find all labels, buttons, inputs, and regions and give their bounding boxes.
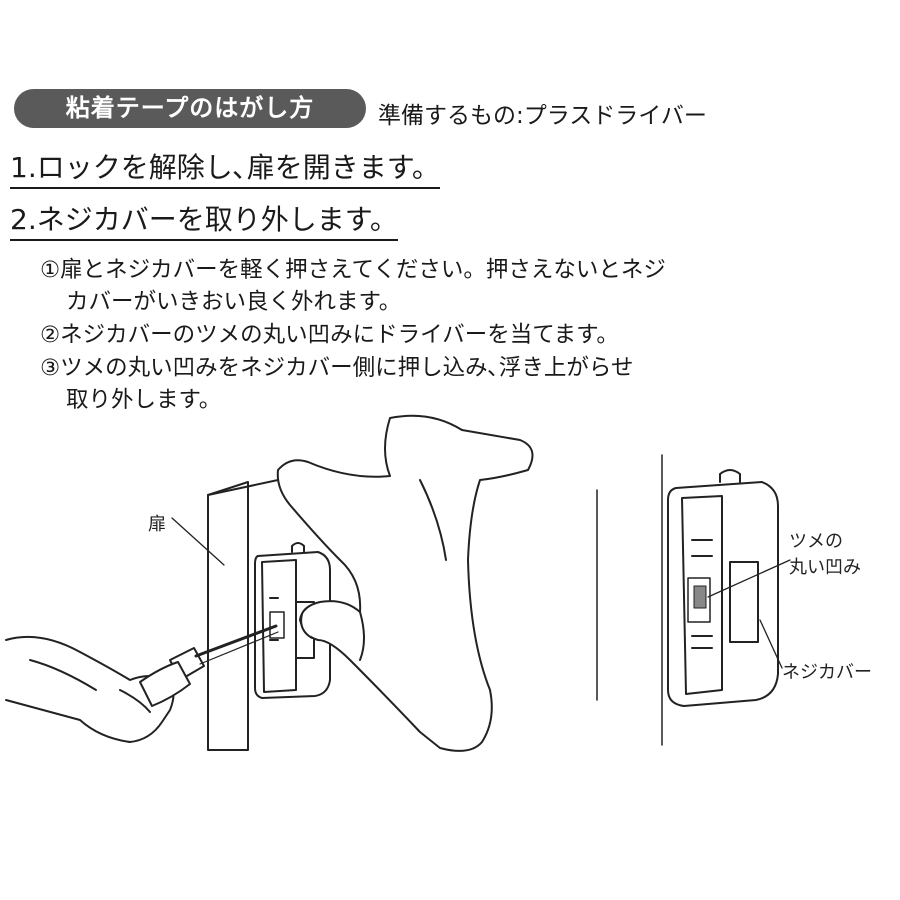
step-1-text: 1.ロックを解除し､扉を開きます。 <box>10 151 440 189</box>
screw-cover-label-leader <box>759 619 783 669</box>
upper-hand-drawing <box>276 414 534 752</box>
label-claw-line2: 丸い凹み <box>789 557 861 578</box>
step-2-text: 2.ネジカバーを取り外します。 <box>10 203 398 241</box>
substep-1-line1: ①扉とネジカバーを軽く押さえてください。押さえないとネジ <box>40 257 666 283</box>
claw-label-leader <box>707 559 791 598</box>
door-panel-drawing <box>207 479 279 751</box>
step-2: 2.ネジカバーを取り外します。 <box>10 198 398 241</box>
substep-1-line2: カバーがいきおい良く外れます。 <box>66 289 402 315</box>
substep-3-line1: ③ツメの丸い凹みをネジカバー側に押し込み､浮き上がらせ <box>40 355 634 381</box>
lock-unit-closeup <box>667 469 779 707</box>
door-label-leader <box>171 517 225 566</box>
screwdriver-drawing <box>139 624 279 707</box>
step-1: 1.ロックを解除し､扉を開きます。 <box>10 146 440 189</box>
section-title-pill: 粘着テープのはがし方 <box>14 89 366 128</box>
substep-3-line2: 取り外します。 <box>66 387 222 413</box>
preparation-note: 準備するもの:プラスドライバー <box>378 103 707 129</box>
label-door: 扉 <box>148 514 166 535</box>
substep-2: ②ネジカバーのツメの丸い凹みにドライバーを当てます。 <box>40 322 619 348</box>
label-screw-cover: ネジカバー <box>782 662 872 683</box>
lower-hand-drawing <box>5 635 175 743</box>
label-claw-line1: ツメの <box>789 531 843 552</box>
